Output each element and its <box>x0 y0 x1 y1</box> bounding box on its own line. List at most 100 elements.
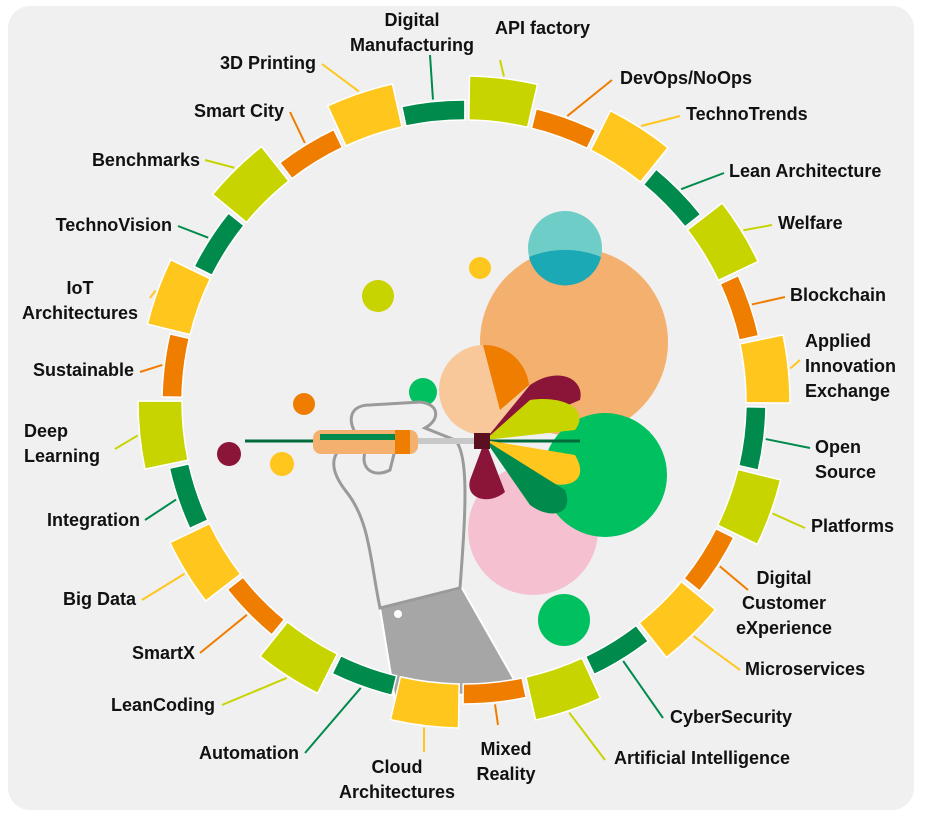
segment-label: Blockchain <box>790 285 887 305</box>
decor-circle <box>543 413 667 537</box>
segment-lean-architecture <box>642 168 702 228</box>
leader-line <box>139 363 163 373</box>
leader-line <box>304 687 362 754</box>
dart-flight <box>485 440 581 485</box>
dart-flight <box>485 440 568 514</box>
decor-circle <box>529 249 601 286</box>
leader-line <box>204 159 235 169</box>
segment-label: Welfare <box>778 213 843 233</box>
segment-iot-architectures <box>146 258 212 336</box>
decor-circle <box>409 378 437 406</box>
leader-line <box>568 712 606 761</box>
segment-label: Integration <box>47 510 140 530</box>
segment-label: Microservices <box>745 659 866 679</box>
segment-ring <box>137 75 791 729</box>
leader-line <box>622 660 664 719</box>
leader-line <box>221 677 288 706</box>
segment-microservices <box>638 580 717 659</box>
leader-line <box>743 224 773 232</box>
segment-sustainable <box>161 333 191 398</box>
leader-line <box>144 498 177 521</box>
dart-illustration <box>217 211 668 702</box>
dart-flight <box>469 440 505 500</box>
leader-lines <box>114 54 811 761</box>
leader-line <box>494 704 499 726</box>
segment-label: Deep Learning <box>24 421 101 466</box>
segment-cloud-architectures <box>389 675 460 729</box>
leader-line <box>429 54 434 100</box>
leader-line <box>789 359 801 370</box>
segment-platforms <box>716 468 782 546</box>
segment-label: Applied Innovation Exchange <box>805 331 896 401</box>
decor-circle <box>538 594 590 646</box>
segment-blockchain <box>719 274 760 341</box>
leader-line <box>693 635 741 671</box>
segment-3d-printing <box>326 83 403 147</box>
decor-circle <box>362 280 394 312</box>
segment-integration <box>168 463 209 530</box>
segment-smart-city <box>278 128 344 180</box>
segment-big-data <box>168 522 242 602</box>
segment-applied-innovation-exchange <box>739 333 791 404</box>
leader-line <box>499 59 505 77</box>
dart-flight <box>485 399 580 440</box>
segment-label: TechnoTrends <box>686 104 808 124</box>
decor-circle <box>483 344 529 410</box>
decor-circle <box>270 452 294 476</box>
leader-line <box>321 63 360 93</box>
cuff-button <box>394 610 402 618</box>
segment-label: Artificial Intelligence <box>614 748 791 768</box>
dart-barrel <box>320 434 410 440</box>
leader-line <box>566 79 613 117</box>
leader-line <box>641 115 681 127</box>
segment-devops-noops <box>530 107 597 150</box>
segment-smartx <box>226 576 286 636</box>
decor-circle <box>469 257 491 279</box>
segment-label: Benchmarks <box>91 150 200 170</box>
segment-label: Digital Manufacturing <box>350 10 474 55</box>
dart-hub <box>474 433 490 449</box>
segment-technovision <box>193 211 246 277</box>
decor-circle <box>217 442 241 466</box>
leader-line <box>289 111 306 144</box>
segment-label: Mixed Reality <box>476 739 536 784</box>
leader-line <box>680 172 725 191</box>
segment-label: SmartX <box>131 643 195 663</box>
segment-label: Big Data <box>62 589 136 609</box>
leader-line <box>199 614 248 654</box>
leader-line <box>149 289 157 299</box>
segment-label: Platforms <box>811 516 895 536</box>
segment-digital-manufacturing <box>400 99 466 127</box>
segment-artificial-intelligence <box>525 657 602 721</box>
leader-line <box>772 512 806 529</box>
segment-label: Cloud Architectures <box>338 757 456 802</box>
leader-line <box>141 572 186 601</box>
segment-label: 3D Printing <box>219 53 316 73</box>
segment-label: Digital Customer eXperience <box>735 568 833 638</box>
segment-label: Smart City <box>193 101 284 121</box>
leader-line <box>114 434 139 450</box>
leader-line <box>765 438 811 449</box>
segment-label: TechnoVision <box>55 215 172 235</box>
segment-label: LeanCoding <box>111 695 215 715</box>
segment-label: Open Source <box>815 437 877 482</box>
segment-api-factory <box>468 75 539 129</box>
leader-line <box>751 296 786 306</box>
segment-label: Sustainable <box>32 360 134 380</box>
segment-label: API factory <box>495 18 591 38</box>
segment-deep-learning <box>137 400 189 471</box>
segment-automation <box>331 654 398 697</box>
segment-mixed-reality <box>462 677 528 705</box>
segment-label: Lean Architecture <box>729 161 882 181</box>
leader-line <box>719 565 749 591</box>
decor-circle <box>293 393 315 415</box>
segment-cybersecurity <box>584 624 650 676</box>
segment-label: IoT Architectures <box>21 278 139 323</box>
leader-line <box>177 225 209 239</box>
segment-benchmarks <box>211 145 290 224</box>
segment-leancoding <box>258 620 339 695</box>
segment-label: CyberSecurity <box>670 707 793 727</box>
segment-label: Automation <box>199 743 299 763</box>
segment-digital-customer-experience <box>682 527 735 593</box>
